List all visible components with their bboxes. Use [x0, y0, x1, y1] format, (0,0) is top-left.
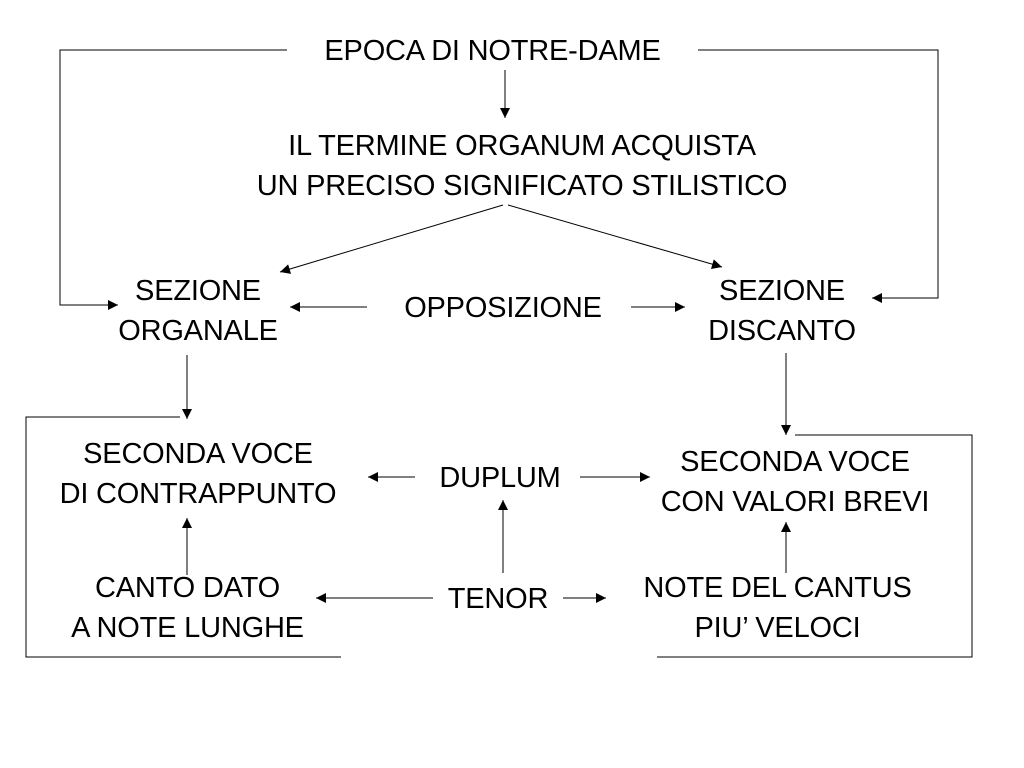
node-seconda-voce-contrappunto: SECONDA VOCE DI CONTRAPPUNTO	[28, 434, 368, 514]
node-sezione-discanto-line-1: SEZIONE	[719, 275, 845, 307]
node-termine-line-1: IL TERMINE ORGANUM ACQUISTA	[288, 130, 756, 162]
node-termine-line-2: UN PRECISO SIGNIFICATO STILISTICO	[256, 170, 788, 202]
edge-epoca-discanto-loop	[698, 49, 939, 303]
node-opposizione-line-1: OPPOSIZIONE	[404, 292, 602, 324]
frame-discanto-group	[657, 434, 973, 658]
node-epoca: EPOCA DI NOTRE-DAME	[280, 31, 705, 71]
node-epoca-line-1: EPOCA DI NOTRE-DAME	[324, 35, 661, 67]
node-sezione-organale-line-2: ORGANALE	[118, 315, 278, 347]
node-canto-dato-line-1: CANTO DATO	[95, 572, 280, 604]
node-brevi-line-2: CON VALORI BREVI	[660, 486, 930, 518]
edge-epoca-organale-loop	[59, 49, 287, 310]
node-sezione-discanto: SEZIONE DISCANTO	[672, 271, 892, 351]
node-duplum-line-1: DUPLUM	[439, 462, 561, 494]
node-canto-dato: CANTO DATO A NOTE LUNGHE	[40, 568, 335, 648]
frame-organale-group	[25, 416, 341, 658]
node-canto-dato-line-2: A NOTE LUNGHE	[71, 612, 304, 644]
node-sezione-organale-line-1: SEZIONE	[135, 275, 261, 307]
node-sezione-discanto-line-2: DISCANTO	[708, 315, 856, 347]
node-brevi-line-1: SECONDA VOCE	[680, 446, 910, 478]
node-seconda-voce-brevi: SECONDA VOCE CON VALORI BREVI	[625, 442, 965, 522]
edge-termine-discanto	[507, 204, 723, 270]
node-contrappunto-line-2: DI CONTRAPPUNTO	[59, 478, 337, 510]
node-note-cantus-line-1: NOTE DEL CANTUS	[643, 572, 912, 604]
node-sezione-organale: SEZIONE ORGANALE	[88, 271, 308, 351]
node-opposizione: OPPOSIZIONE	[368, 288, 638, 328]
node-duplum: DUPLUM	[415, 458, 585, 498]
node-note-cantus: NOTE DEL CANTUS PIU’ VELOCI	[605, 568, 950, 648]
node-tenor-line-1: TENOR	[447, 583, 549, 615]
node-note-cantus-line-2: PIU’ VELOCI	[694, 612, 861, 644]
edge-termine-organale	[279, 204, 504, 274]
node-contrappunto-line-1: SECONDA VOCE	[83, 438, 313, 470]
node-termine-organum: IL TERMINE ORGANUM ACQUISTA UN PRECISO S…	[172, 126, 872, 206]
node-tenor: TENOR	[428, 579, 568, 619]
